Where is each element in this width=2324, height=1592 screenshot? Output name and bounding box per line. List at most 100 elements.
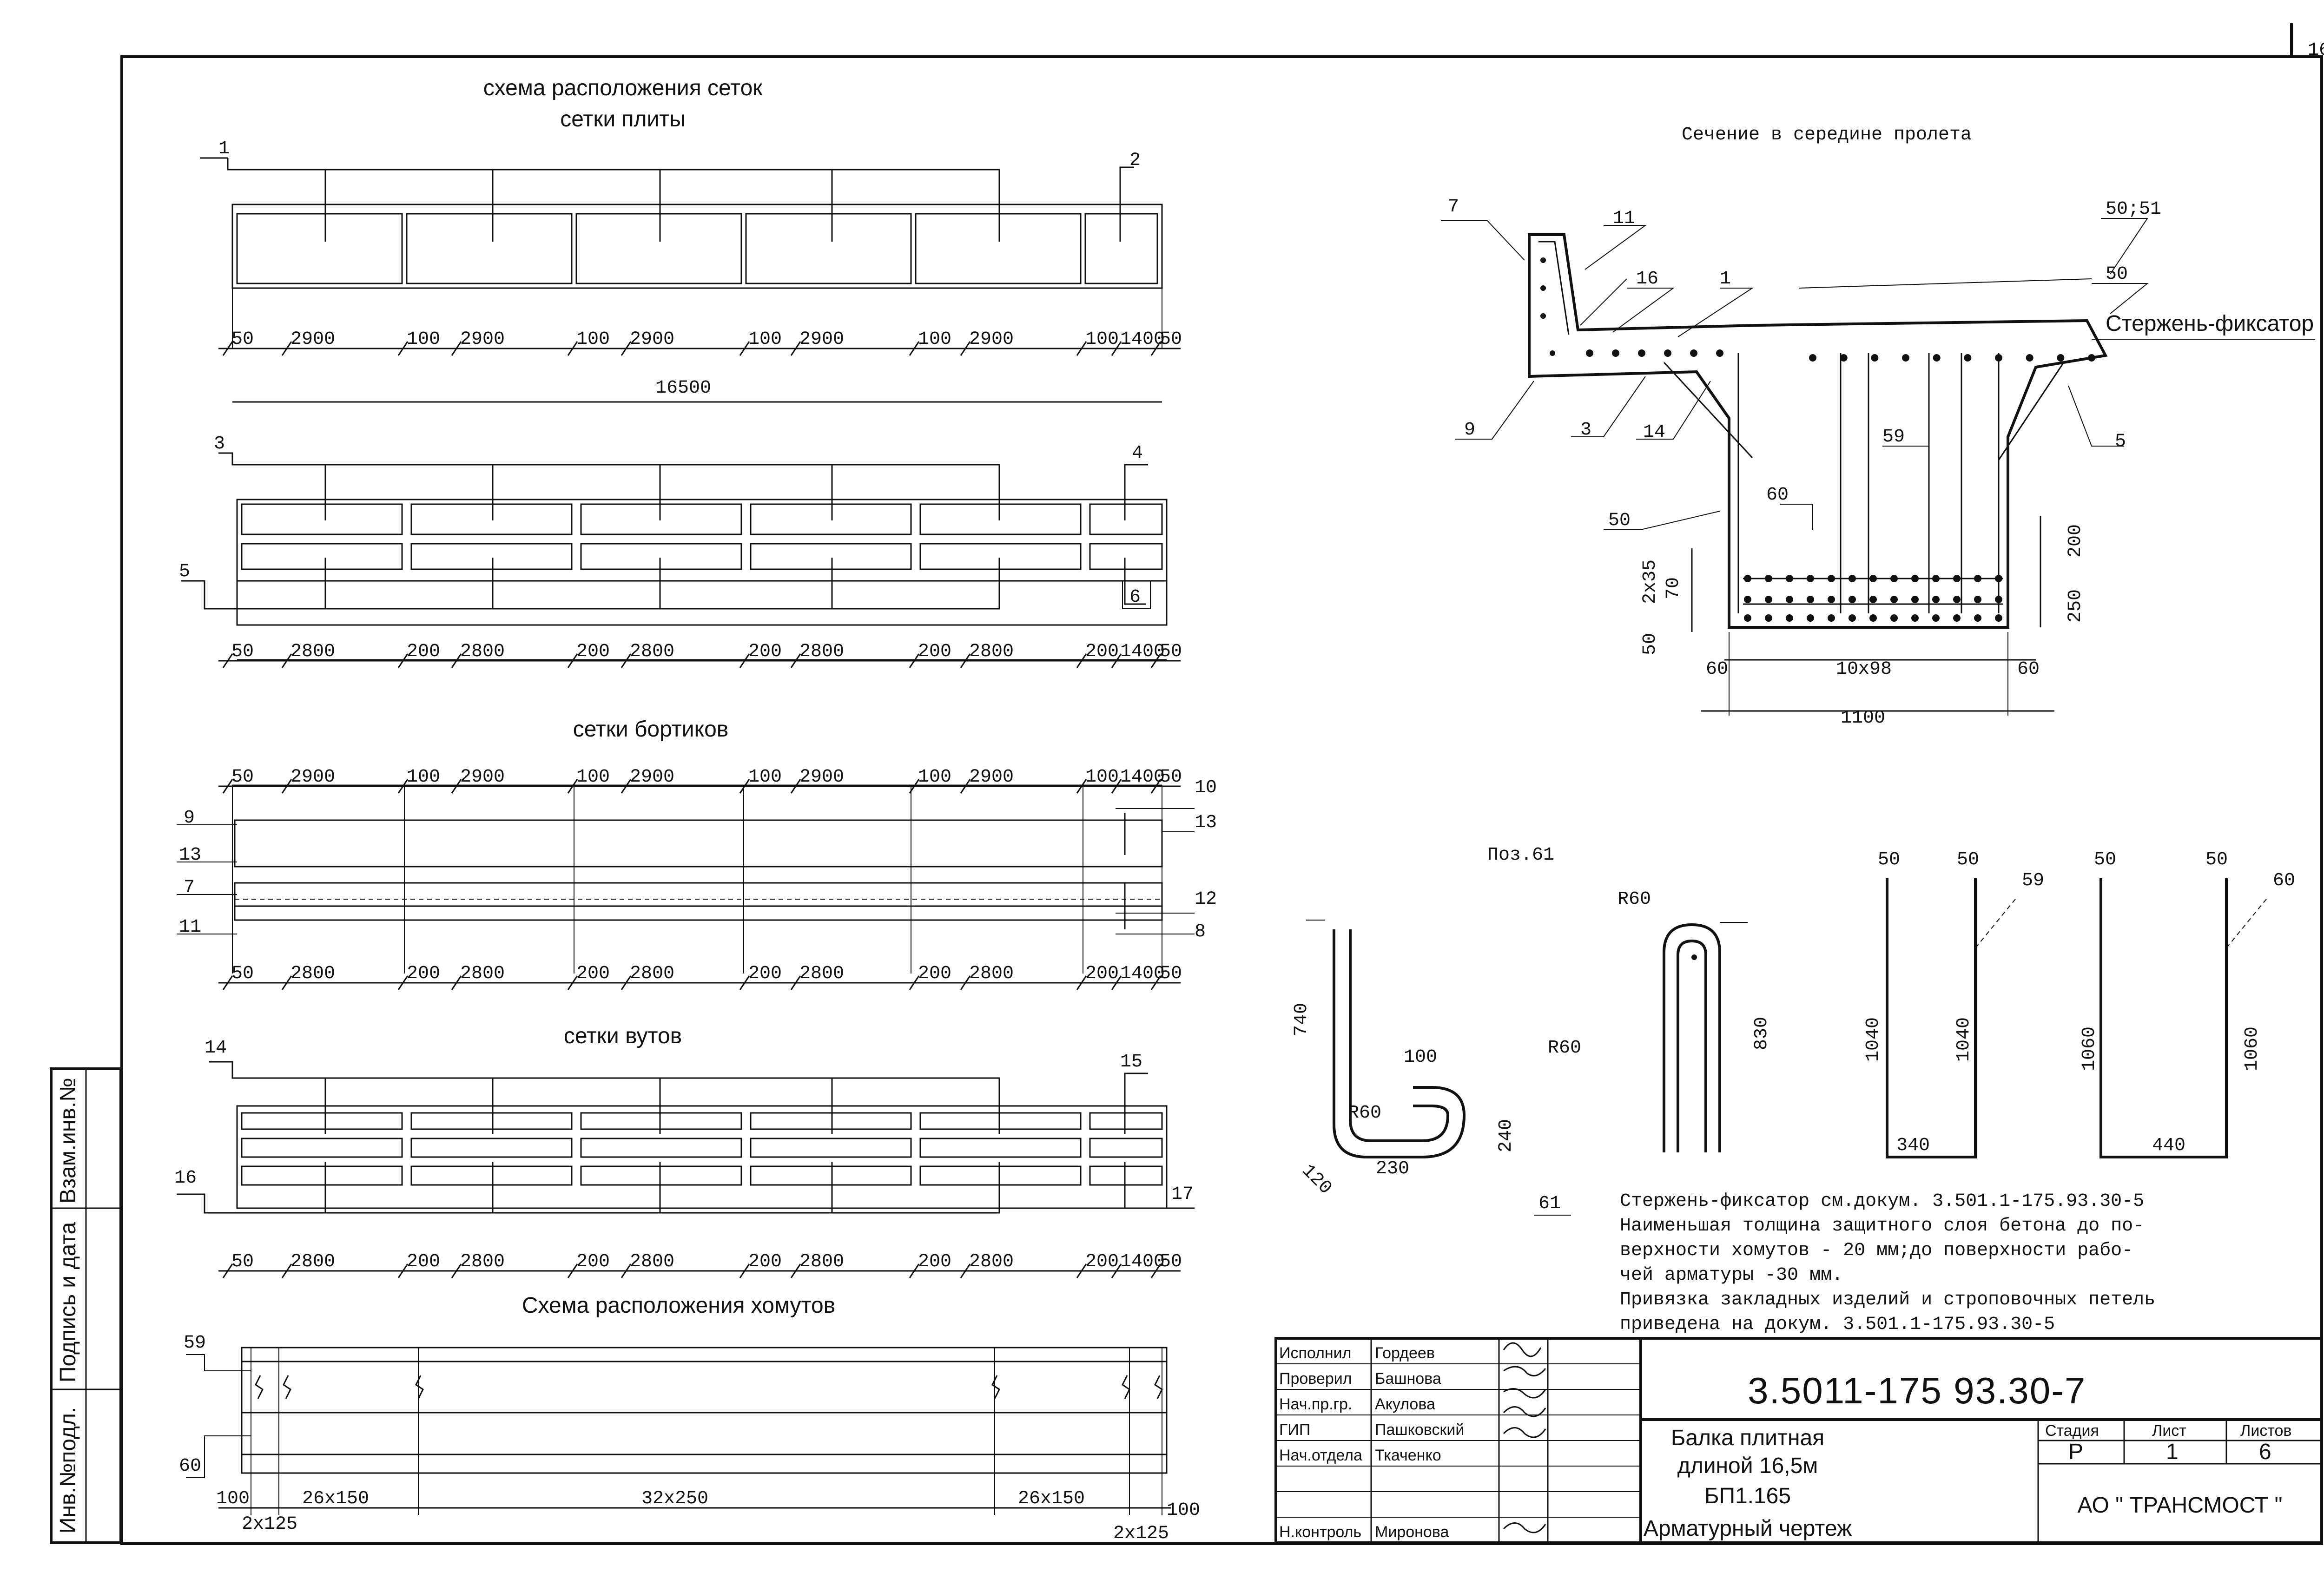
rebar-dot [1786,596,1793,603]
pos61-dim-230: 230 [1376,1158,1409,1179]
rebar-dot [1664,349,1671,357]
rebar-dot [1953,575,1961,582]
clamp-dim-26x150-right: 26x150 [1018,1488,1085,1509]
rebar-dot [1911,575,1919,582]
rebar-dot [1974,614,1981,622]
dimension-label: 200 [918,963,951,984]
dimension-tick [222,341,233,356]
title-block-role: Н.контроль [1279,1523,1361,1541]
rebar-dot [2088,354,2095,362]
dimension-tick [909,975,920,990]
title-block-name: Миронова [1375,1523,1449,1541]
mark-3: 3 [214,434,225,454]
section-mark-50-left: 50 [1608,510,1631,531]
dimension-label: 2800 [460,1251,505,1272]
rebar-dot [1586,349,1593,357]
rebar-dot [1933,354,1941,362]
dimension-tick [621,975,632,990]
dimension-label: 2900 [460,767,505,788]
dimension-label: 200 [576,963,610,984]
dimension-label: 2900 [630,767,674,788]
mark-13-right: 13 [1195,812,1217,833]
dimension-label: 100 [1085,329,1119,350]
dimension-label: 2800 [630,641,674,662]
sheet-value: 1 [2166,1440,2179,1464]
dimension-label: 50 [231,767,254,788]
dimension-tick [281,779,292,794]
mark-6: 6 [1129,587,1141,608]
dimension-tick [960,1263,971,1278]
rebar-dot [1974,596,1981,603]
dimension-label: 50 [1160,963,1182,984]
dimension-tick [222,779,233,794]
rebar-dot [1890,596,1898,603]
title-line-1: Балка плитная [1671,1426,1824,1450]
clamp59-mark: 59 [2022,870,2044,891]
section-mark-9: 9 [1464,420,1475,441]
dimension-label: 2800 [969,1251,1014,1272]
section-mark-7: 7 [1448,197,1459,217]
dimension-label: 200 [1085,641,1119,662]
mark-9: 9 [184,808,195,829]
dimension-label: 100 [748,767,782,788]
dimension-tick [1076,975,1087,990]
title-line-4: Арматурный чертеж [1644,1516,1852,1541]
dimension-tick [281,341,292,356]
rebar-dot [1765,575,1772,582]
dimension-tick [960,341,971,356]
clamps-scheme-title: Схема расположения хомутов [522,1293,835,1318]
doc-code: 3.5011-175 93.30-7 [1748,1370,2086,1411]
rebar-dot [1964,354,1972,362]
clamp59-detail: 50 50 59 1040 1040 340 [1863,849,2044,1158]
rebar-dot [1871,354,1879,362]
sheet-header: Лист [2152,1422,2186,1440]
section-mark-14: 14 [1643,422,1665,443]
dimension-label: 50 [1160,641,1182,662]
dimension-label: 50 [231,963,254,984]
rebar-dot [1869,596,1877,603]
rebar-dot [1995,596,2002,603]
section-mark-50-top: 50 [2106,264,2128,285]
clamp-dim-end: 100 [1167,1500,1200,1521]
dimension-tick [451,1263,462,1278]
rebar-dot [2057,354,2065,362]
dimension-tick [739,341,750,356]
rebar-dot [1849,614,1856,622]
mark-15: 15 [1120,1052,1142,1072]
dimension-tick [790,341,801,356]
dimension-label: 1400 [1120,767,1165,788]
clamp59-dim-50-right: 50 [1957,849,1979,870]
rebar-dot [1995,614,2002,622]
dimension-label: 2800 [969,641,1014,662]
pos61-dim-r60-right: R60 [1548,1038,1581,1059]
section-dim-200: 200 [2065,524,2086,558]
mark-11: 11 [179,917,201,938]
loop-dim-830: 830 [1751,1017,1772,1050]
rebar-dot [1807,596,1814,603]
pos61-dim-240: 240 [1496,1119,1517,1152]
dimension-label: 2900 [799,329,844,350]
dimension-tick [397,1263,409,1278]
dimension-label: 2800 [799,963,844,984]
dimension-label: 2800 [799,1251,844,1272]
dimension-label: 2800 [460,963,505,984]
dimension-tick [451,779,462,794]
note-line-5: Привязка закладных изделий и строповочны… [1620,1289,2155,1310]
total-length: 16500 [655,378,711,399]
dimension-label: 2900 [460,329,505,350]
section-dim-250: 250 [2065,589,2086,623]
note-line-6: приведена на докум. 3.501.1-175.93.30-5 [1620,1314,2055,1335]
clamp-subdim-left: 2x125 [242,1514,297,1535]
note-line-3: верхности хомутов - 20 мм;до поверхности… [1620,1240,2133,1261]
dimension-tick [739,1263,750,1278]
mark-12: 12 [1195,889,1217,910]
rebar-dot [1902,354,1909,362]
mark-7: 7 [184,877,195,898]
dimension-tick [397,975,409,990]
dimension-tick [739,779,750,794]
sheets-header: Листов [2240,1422,2291,1440]
dimension-label: 2800 [969,963,1014,984]
dimension-tick [1076,779,1087,794]
